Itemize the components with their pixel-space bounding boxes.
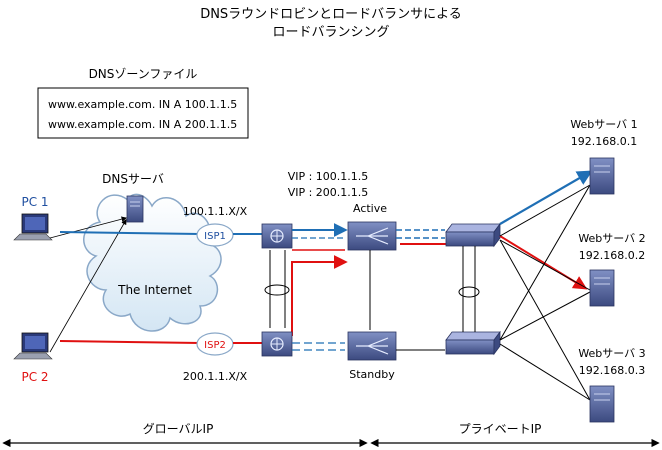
active-label: Active [353,202,387,215]
web-server-1-icon [589,157,615,195]
pc2-icon [13,332,53,360]
net2-label: 200.1.1.X/X [183,370,248,383]
zone-file-box [37,87,249,139]
web-server-2-icon [589,269,615,307]
title-line-1: DNSラウンドロビンとロードバランサによる [200,7,462,22]
dns-server-label: DNSサーバ [102,172,164,186]
router-1-icon [261,223,293,249]
zone-file-title: DNSゾーンファイル [89,67,198,81]
router-2-icon [261,331,293,357]
dns-server-icon [126,195,144,223]
web-server-3-name: Webサーバ 3 [578,347,645,360]
web-server-2-ip: 192.168.0.2 [579,249,645,262]
pc1-icon [13,213,53,241]
zone-record-1: www.example.com. IN A 100.1.1.5 [48,98,237,111]
switch-1-icon [445,222,501,248]
pc2-dns-link [49,219,127,353]
web-server-1-name: Webサーバ 1 [570,118,637,131]
standby-label: Standby [349,368,395,381]
pc2-flow [59,340,201,344]
web-server-3-ip: 192.168.0.3 [579,364,645,377]
red-return-path [291,255,348,336]
title-line-2: ロードバランシング [272,25,389,40]
active-load-balancer-icon [347,221,397,251]
pc1-dns-link [49,216,128,239]
isp2-label: ISP2 [204,340,226,351]
pc1-label: PC 1 [21,195,48,209]
web-server-1-ip: 192.168.0.1 [571,135,637,148]
web-server-2-name: Webサーバ 2 [578,232,645,245]
internet-label: The Internet [117,283,192,297]
vip1-label: VIP : 100.1.1.5 [288,170,369,183]
web-server-3-icon [589,385,615,423]
switch-2-icon [445,330,501,356]
global-ip-label: グローバルIP [143,422,214,436]
zone-record-2: www.example.com. IN A 200.1.1.5 [48,118,237,131]
isp1-label: ISP1 [204,231,226,242]
pc1-flow [59,231,201,235]
vip2-label: VIP : 200.1.1.5 [288,186,369,199]
internet-cloud [83,193,222,332]
net1-label: 100.1.1.X/X [183,205,248,218]
pc2-label: PC 2 [21,370,48,384]
standby-load-balancer-icon [347,331,397,361]
private-ip-label: プライベートIP [459,422,542,436]
